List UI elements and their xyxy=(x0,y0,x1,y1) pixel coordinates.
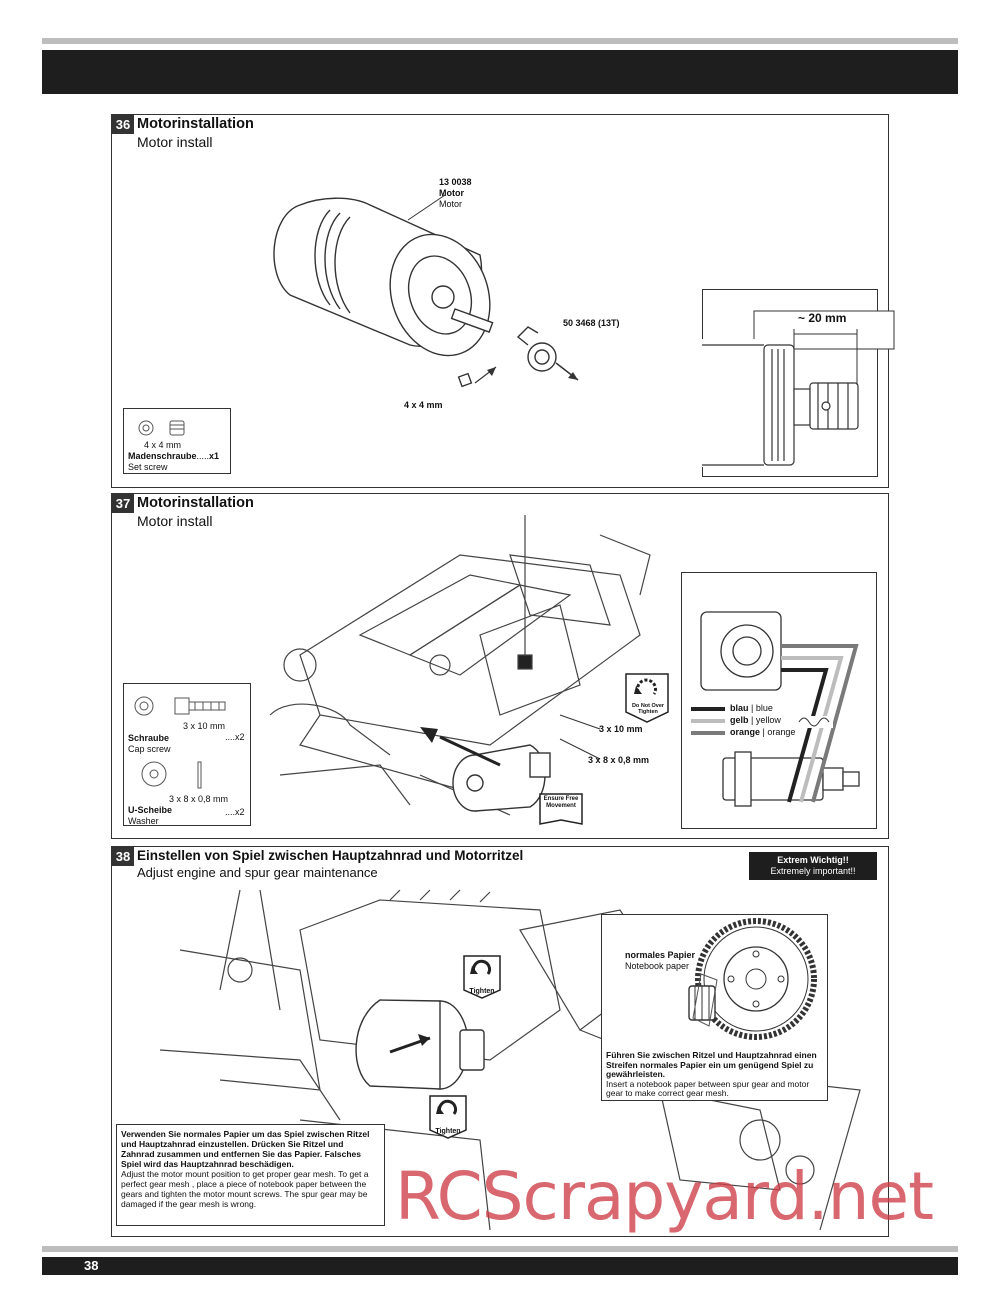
wire-blue-label: blau | blue xyxy=(730,703,773,713)
chassis-illustration xyxy=(269,515,651,816)
paper-label: normales Papier Notebook paper xyxy=(625,950,696,971)
wiring-diagram xyxy=(691,611,860,807)
cap-screw-icon xyxy=(134,696,226,716)
header-bar xyxy=(42,50,958,94)
page-number: 38 xyxy=(84,1258,99,1273)
motor-label: 13 0038 Motor Motor xyxy=(439,177,472,210)
do-not-over-tighten-icon xyxy=(625,673,669,723)
parts-37-item1-en: Cap screw xyxy=(128,744,171,754)
parts-37-item2-en: Washer xyxy=(128,816,159,826)
step-36-parts-box xyxy=(123,408,231,474)
gear-mesh-note: Verwenden Sie normales Papier um das Spi… xyxy=(121,1129,370,1209)
parts-36-name-en: Set screw xyxy=(128,462,168,472)
parts-37-item1-qty: ....x2 xyxy=(225,732,245,742)
do-not-over-tighten-label: Do Not Over Tighten xyxy=(631,703,665,715)
motor-part-number: 13 0038 xyxy=(439,177,472,187)
step-38-number: 38 xyxy=(112,847,134,866)
step-36-title-de: Motorinstallation xyxy=(137,116,254,132)
parts-37-item1-size: 3 x 10 mm xyxy=(183,721,226,731)
washer-callout: 3 x 8 x 0,8 mm xyxy=(588,755,650,765)
footer-rule xyxy=(42,1246,958,1252)
set-screw-callout: 4 x 4 mm xyxy=(404,400,443,410)
motor-illustration xyxy=(273,194,579,388)
cap-screw-callout: 3 x 10 mm xyxy=(599,724,643,734)
tighten-icon-1 xyxy=(463,955,501,999)
set-screw-icon xyxy=(138,420,185,436)
insert-paper-instruction: Führen Sie zwischen Ritzel und Hauptzahn… xyxy=(606,1050,817,1098)
header-rule xyxy=(42,38,958,44)
parts-36-name-de: Madenschraube.....x1 xyxy=(128,451,220,461)
tighten-label-1: Tighten xyxy=(469,988,495,995)
important-en: Extremely important!! xyxy=(770,866,856,876)
tighten-label-2: Tighten xyxy=(435,1128,461,1135)
pinion-spacing-detail xyxy=(702,310,895,467)
spur-gear-detail xyxy=(688,918,817,1040)
important-badge: Extrem Wichtig!! Extremely important!! xyxy=(749,852,877,880)
gear-mesh-note-box xyxy=(116,1124,385,1226)
tighten-icon-2 xyxy=(429,1095,467,1139)
motor-name-en: Motor xyxy=(439,199,463,209)
footer-bar xyxy=(42,1257,958,1275)
pinion-label: 50 3468 (13T) xyxy=(563,318,620,328)
important-de: Extrem Wichtig!! xyxy=(777,855,849,865)
step-37-title-en: Motor install xyxy=(137,513,213,529)
parts-37-item1-de: Schraube xyxy=(128,733,170,743)
wire-yellow-label: gelb | yellow xyxy=(730,715,781,725)
watermark: RCScrapyard.net xyxy=(395,1158,934,1235)
wire-orange-label: orange | orange xyxy=(730,727,796,737)
pinion-distance-label: ~ 20 mm xyxy=(798,311,847,325)
step-37-number: 37 xyxy=(112,494,134,513)
motor-name-de: Motor xyxy=(439,188,464,198)
step-38-title-en: Adjust engine and spur gear maintenance xyxy=(137,865,378,880)
step-36-number: 36 xyxy=(112,115,134,134)
parts-37-item2-qty: ....x2 xyxy=(225,807,245,817)
parts-37-item2-size: 3 x 8 x 0,8 mm xyxy=(169,794,229,804)
ensure-free-movement-badge xyxy=(539,793,583,825)
step-38-title-de: Einstellen von Spiel zwischen Hauptzahnr… xyxy=(137,848,524,863)
parts-36-size: 4 x 4 mm xyxy=(144,440,182,450)
washer-icon xyxy=(141,761,202,789)
step-36-title-en: Motor install xyxy=(137,134,213,150)
ensure-free-movement-label: Ensure Free Movement xyxy=(543,796,579,809)
parts-37-item2-de: U-Scheibe xyxy=(128,805,173,815)
gear-mesh-illustration xyxy=(159,889,861,1231)
step-37-title-de: Motorinstallation xyxy=(137,495,254,511)
